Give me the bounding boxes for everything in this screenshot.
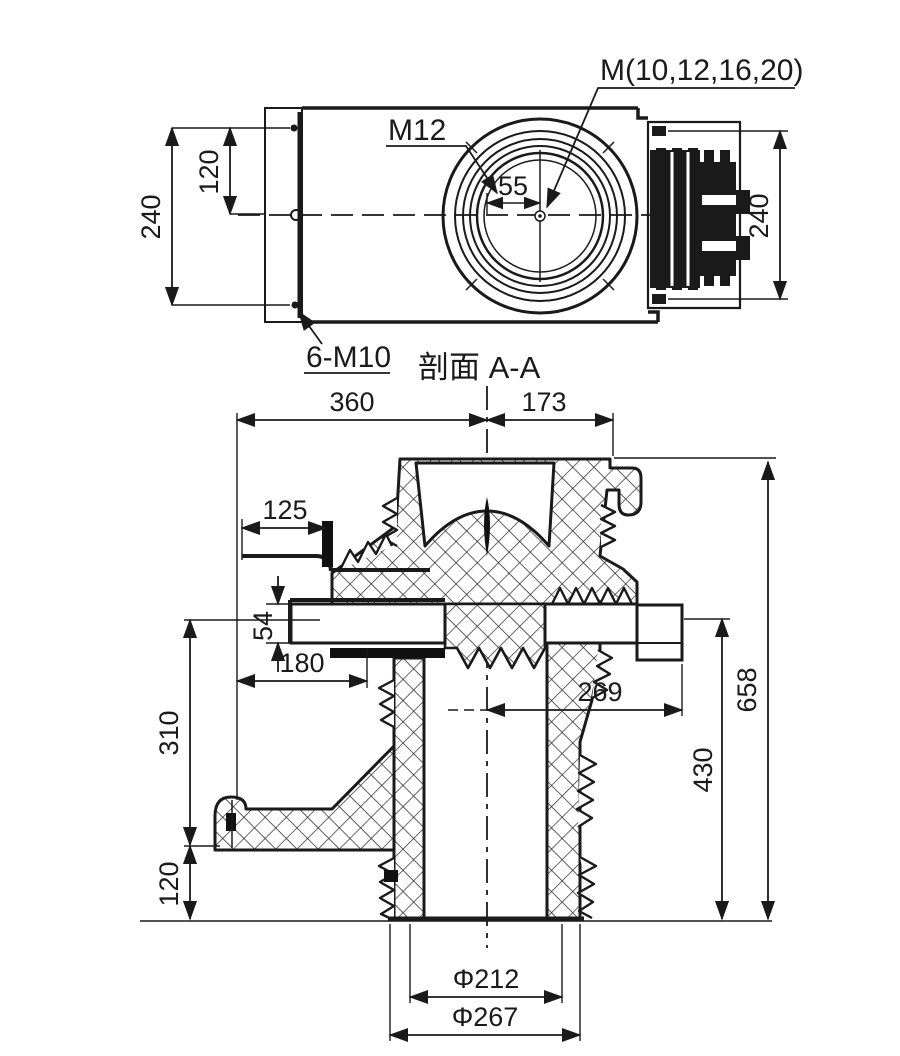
boss-circles — [441, 117, 639, 315]
epoxy-left-wall — [392, 656, 426, 920]
epoxy-central-column — [443, 602, 547, 670]
left-clamp-strip — [330, 648, 445, 658]
dim-55-label: 55 — [498, 171, 528, 201]
bolt-hole-bottom — [291, 301, 299, 309]
dim-125-label: 125 — [262, 495, 307, 525]
dim-360-label: 360 — [329, 387, 374, 417]
section-title: 剖面 A-A — [418, 350, 541, 385]
stud-options-leader — [546, 87, 795, 209]
dim-54-label: 54 — [248, 611, 278, 641]
section-view — [140, 386, 776, 1043]
wall-insert-block — [384, 870, 398, 882]
bellows-slits — [670, 152, 736, 286]
m12-leader — [386, 145, 498, 195]
conductor-tip — [484, 497, 490, 556]
dim-120-label: 120 — [194, 149, 224, 194]
conductor-bar-left — [289, 602, 447, 645]
dim-180-label: 180 — [279, 648, 324, 678]
dim-173-label: 173 — [521, 387, 566, 417]
stud-options-label: M(10,12,16,20) — [600, 54, 803, 87]
top-view — [164, 87, 795, 374]
bellows-side-view — [650, 126, 750, 304]
dim-310-label: 310 — [154, 710, 184, 755]
bottom-arm — [213, 744, 396, 852]
left-bracket — [242, 521, 445, 643]
arm-bolt — [226, 813, 236, 831]
dim-240-right-label: 240 — [744, 193, 774, 238]
dim-658-label: 658 — [732, 667, 762, 712]
bolt-hole-top — [290, 124, 298, 132]
bolt-pattern-leader — [299, 312, 390, 374]
bolt-pattern-label: 6-M10 — [306, 341, 391, 374]
dim-267-label: Φ267 — [452, 1002, 519, 1032]
dim-269-label: 269 — [577, 677, 622, 707]
section-dimension-lines — [182, 412, 776, 1043]
annotations: M12 M(10,12,16,20) 6-M10 55 120 240 240 … — [136, 54, 803, 1032]
rib-sheds — [338, 496, 634, 922]
right-terminal-block — [635, 603, 684, 662]
dim-120b-label: 120 — [154, 861, 184, 906]
m12-label: M12 — [388, 114, 446, 147]
right-bracket-outline — [646, 120, 742, 310]
dim-240-left-label: 240 — [136, 194, 166, 239]
dim-430-label: 430 — [688, 747, 718, 792]
body-outline — [302, 106, 660, 324]
bolt-hole-middle — [290, 209, 302, 221]
conductor-bar-right — [543, 602, 639, 645]
dim-212-label: Φ212 — [453, 964, 520, 994]
